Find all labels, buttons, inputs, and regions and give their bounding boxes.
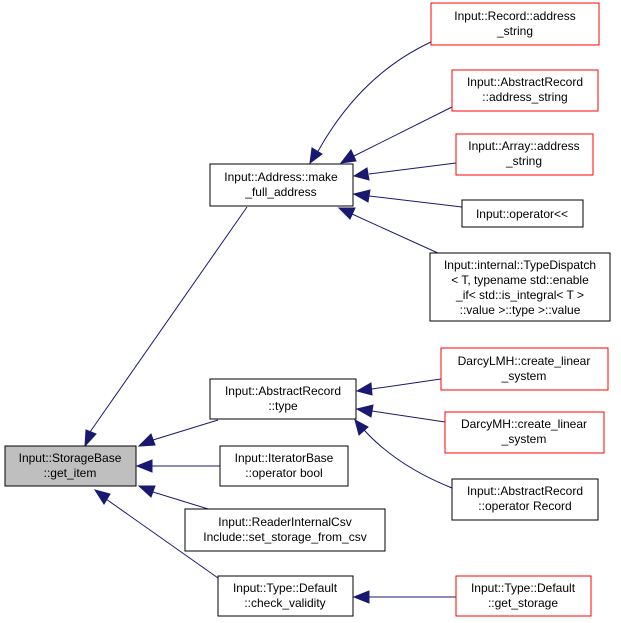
node-label-line: < T, typename std::enable bbox=[451, 273, 589, 287]
node-label-line: _string bbox=[505, 154, 542, 168]
node-readerinternalcsv-set-storage[interactable]: Input::ReaderInternalCsv Include::set_st… bbox=[184, 508, 386, 552]
node-label-line: ::get_item bbox=[44, 466, 97, 480]
node-label-line: DarcyMH::create_linear bbox=[461, 417, 587, 431]
node-label-line: Input::Record::address bbox=[454, 9, 575, 23]
node-label-line: Input::StorageBase bbox=[19, 451, 122, 465]
node-label-line: Input::operator<< bbox=[476, 207, 568, 221]
node-label-line: Input::internal::TypeDispatch bbox=[444, 258, 596, 272]
edge-readerinternalcsv-to-get-item bbox=[137, 485, 219, 513]
node-type-default-check-validity[interactable]: Input::Type::Default ::check_validity bbox=[217, 575, 354, 617]
node-storagebase-get-item: Input::StorageBase ::get_item bbox=[4, 445, 137, 487]
node-label-line: Input::Array::address bbox=[468, 139, 579, 153]
node-label-line: ::address_string bbox=[482, 90, 567, 104]
node-abstractrecord-operator-record[interactable]: Input::AbstractRecord ::operator Record bbox=[451, 478, 599, 521]
node-label-line: ::value >::type >::value bbox=[460, 303, 581, 317]
edge-darcymh-to-abstractrecord-type bbox=[355, 404, 446, 423]
node-label-line: _system bbox=[501, 432, 547, 446]
node-label-line: Input::Address::make bbox=[224, 170, 338, 184]
node-label-line: Input::AbstractRecord bbox=[225, 384, 341, 398]
edge-operator-shift-left-to-make-full-address bbox=[352, 189, 463, 208]
node-abstractrecord-type[interactable]: Input::AbstractRecord ::type bbox=[209, 378, 357, 420]
edge-abstractrecord-address-string-to-make-full-address bbox=[339, 106, 453, 164]
node-iteratorbase-operator-bool[interactable]: Input::IteratorBase ::operator bool bbox=[219, 445, 349, 487]
node-typedispatch-value[interactable]: Input::internal::TypeDispatch < T, typen… bbox=[429, 252, 611, 322]
node-type-default-get-storage[interactable]: Input::Type::Default ::get_storage bbox=[455, 575, 592, 617]
edge-array-address-string-to-make-full-address bbox=[352, 162, 457, 181]
node-label-line: ::get_storage bbox=[488, 596, 558, 610]
node-label-line: DarcyLMH::create_linear bbox=[458, 354, 591, 368]
edge-get-storage-to-check-validity bbox=[352, 590, 456, 604]
node-record-address-string[interactable]: Input::Record::address _string bbox=[430, 2, 600, 46]
edge-check-validity-to-get-item bbox=[93, 489, 219, 579]
node-label-line: ::type bbox=[268, 399, 298, 413]
node-label-line: _system bbox=[501, 369, 547, 383]
edge-iteratorbase-to-get-item bbox=[135, 459, 220, 473]
edge-operator-record-to-abstractrecord-type bbox=[354, 419, 453, 489]
node-darcymh-create-linear-system[interactable]: DarcyMH::create_linear _system bbox=[444, 411, 605, 454]
node-label-line: _full_address bbox=[244, 185, 316, 199]
node-label-line: Input::Type::Default bbox=[471, 581, 576, 595]
node-address-make-full-address[interactable]: Input::Address::make _full_address bbox=[209, 163, 354, 207]
node-label-line: Input::AbstractRecord bbox=[467, 484, 583, 498]
node-label-line: Include::set_storage_from_csv bbox=[203, 530, 366, 544]
node-darcylmh-create-linear-system[interactable]: DarcyLMH::create_linear _system bbox=[440, 347, 609, 391]
node-label-line: _string bbox=[496, 24, 533, 38]
node-label-line: Input::ReaderInternalCsv bbox=[218, 515, 351, 529]
edge-abstractrecord-type-to-get-item bbox=[137, 419, 219, 447]
edge-make-full-address-to-get-item bbox=[84, 206, 248, 448]
node-abstractrecord-address-string[interactable]: Input::AbstractRecord ::address_string bbox=[451, 69, 599, 112]
node-operator-shift-left[interactable]: Input::operator<< bbox=[461, 199, 584, 228]
edge-record-address-string-to-make-full-address bbox=[309, 41, 432, 165]
node-label-line: ::operator Record bbox=[478, 499, 571, 513]
node-label-line: ::check_validity bbox=[244, 596, 325, 610]
edge-typedispatch-to-make-full-address bbox=[337, 207, 441, 255]
node-label-line: Input::Type::Default bbox=[233, 581, 338, 595]
node-array-address-string[interactable]: Input::Array::address _string bbox=[455, 133, 594, 176]
node-label-line: _if< std::is_integral< T > bbox=[455, 288, 584, 302]
node-label-line: Input::AbstractRecord bbox=[467, 75, 583, 89]
edge-darcylmh-to-abstractrecord-type bbox=[355, 378, 442, 396]
node-label-line: Input::IteratorBase bbox=[235, 451, 334, 465]
node-label-line: ::operator bool bbox=[245, 466, 322, 480]
